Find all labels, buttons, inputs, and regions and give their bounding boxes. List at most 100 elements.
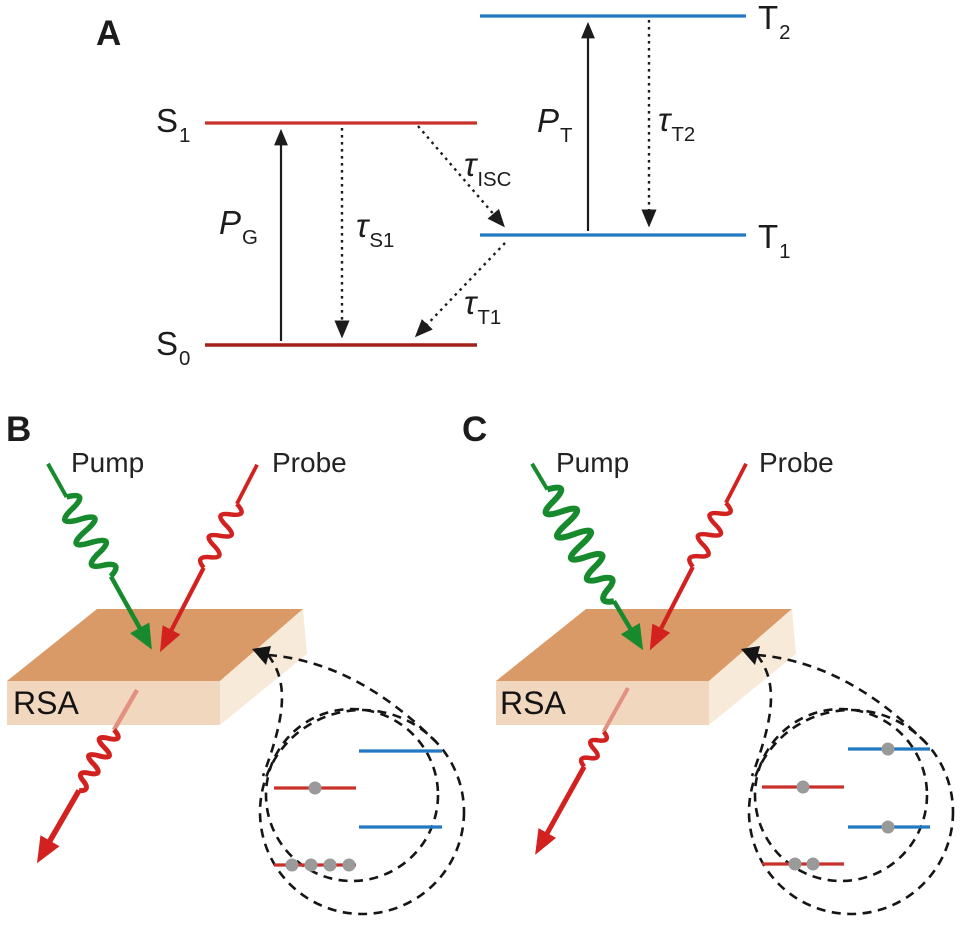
pt-main: P <box>537 102 560 139</box>
callout-outer-circle <box>747 708 955 916</box>
probe-wave-packet <box>687 501 733 569</box>
tau-s1-main: τ <box>356 207 369 244</box>
probe-wave-packet <box>197 502 244 570</box>
pump-label-c: Pump <box>556 447 630 478</box>
callout-outer-circle <box>258 708 466 916</box>
transmitted-arrowhead <box>535 828 557 855</box>
rsa-sample-slab-b <box>7 609 307 725</box>
pump-wave-packet <box>542 484 616 605</box>
rsa-sample-slab-c <box>496 609 796 725</box>
tau-t2-main: τ <box>658 101 671 138</box>
t2-sub: 2 <box>779 20 791 44</box>
electron-dot <box>796 780 810 794</box>
rsa-sample-label-c: RSA <box>500 685 566 721</box>
transmitted-faded-line <box>601 687 630 733</box>
pump-arrowhead <box>130 622 152 650</box>
transmitted-out-line <box>544 765 587 837</box>
panel-b-label: B <box>6 410 32 449</box>
probe-out-line <box>659 565 695 630</box>
probe-lead-line <box>724 462 748 504</box>
pg-rate-label: PG <box>219 204 258 247</box>
callout-inner-circle <box>264 707 440 883</box>
t2-level-label: T2 <box>758 0 791 44</box>
tau-isc-main: τ <box>464 146 477 183</box>
tau-t1-main: τ <box>464 284 477 321</box>
slab-top-face <box>7 609 303 681</box>
rsa-sample-label-b: RSA <box>13 685 79 721</box>
tau-s1-sub: S1 <box>369 228 395 252</box>
probe-arrowhead <box>649 623 671 651</box>
panel-b-scene <box>7 462 466 916</box>
s0-main: S <box>156 325 179 362</box>
electron-dot <box>342 858 356 872</box>
inset-levels-b <box>274 749 442 872</box>
pump-out-line <box>612 599 634 632</box>
tau-t2-sub: T2 <box>671 122 696 146</box>
t1-level-label: T1 <box>758 218 791 263</box>
panel-c-scene <box>496 462 955 916</box>
slab-side-face <box>709 609 796 725</box>
s1-sub: 1 <box>179 123 191 147</box>
s1-main: S <box>156 102 179 139</box>
electron-dot <box>323 858 337 872</box>
pump-beam-c <box>530 462 644 651</box>
probe-label-c: Probe <box>759 447 834 478</box>
pt-rate-label: PT <box>537 102 573 147</box>
callout-tail-lower <box>261 654 284 777</box>
pump-out-line <box>108 575 143 631</box>
tau-isc-crossing-arrow <box>417 125 505 228</box>
probe-beam-b <box>159 463 259 653</box>
electron-dot <box>304 858 318 872</box>
t1-main: T <box>758 218 779 255</box>
tau-s1-rate-label: τS1 <box>356 207 395 252</box>
panel-c-label: C <box>462 410 488 449</box>
pump-lead-line <box>46 462 69 498</box>
transmitted-out-line <box>46 789 82 844</box>
tau-isc-sub: ISC <box>477 167 512 191</box>
transmitted-wave-packet <box>578 730 610 769</box>
inset-callout-c <box>741 646 955 916</box>
electron-dot <box>881 820 895 834</box>
pump-beam-b <box>46 462 152 650</box>
callout-tail-arrowhead <box>741 646 760 665</box>
slab-top-face <box>496 609 792 681</box>
pump-arrowhead <box>620 623 644 651</box>
s0-level-label: S0 <box>156 325 191 370</box>
callout-tail-upper <box>267 653 438 744</box>
panel-a-label: A <box>96 14 122 53</box>
tau-t2-rate-label: τT2 <box>658 101 696 146</box>
inset-callout-b <box>252 646 466 916</box>
probe-label-b: Probe <box>272 447 347 478</box>
electron-dot <box>285 858 299 872</box>
transmitted-beam-b <box>37 688 139 864</box>
pump-label-b: Pump <box>71 447 145 478</box>
inset-levels-c <box>762 742 930 871</box>
transmitted-wave-packet <box>77 728 121 794</box>
tau-t1-sub: T1 <box>477 305 502 329</box>
pump-wave-packet <box>62 492 119 579</box>
pump-lead-line <box>530 462 550 491</box>
electron-dot <box>881 742 895 756</box>
transmitted-arrowhead <box>37 835 60 864</box>
probe-arrowhead <box>159 625 181 653</box>
callout-tail-lower <box>750 654 773 777</box>
callout-tail-arrowhead <box>252 646 271 665</box>
probe-out-line <box>169 566 206 631</box>
probe-beam-c <box>649 462 748 651</box>
s0-sub: 0 <box>179 346 191 370</box>
transmitted-beam-c <box>535 687 630 855</box>
electron-dot <box>788 857 802 871</box>
tau-isc-rate-label: τISC <box>464 146 512 191</box>
s1-level-label: S1 <box>156 102 191 147</box>
slab-side-face <box>220 609 307 725</box>
callout-tail-upper <box>756 653 927 744</box>
t2-main: T <box>758 0 779 36</box>
tau-t1-rate-label: τT1 <box>464 284 502 329</box>
electron-dot <box>308 781 322 795</box>
pg-main: P <box>219 204 242 241</box>
t1-sub: 1 <box>779 239 791 263</box>
panel-a-diagram <box>205 14 746 347</box>
pt-sub: T <box>560 123 573 147</box>
callout-inner-circle <box>753 707 929 883</box>
